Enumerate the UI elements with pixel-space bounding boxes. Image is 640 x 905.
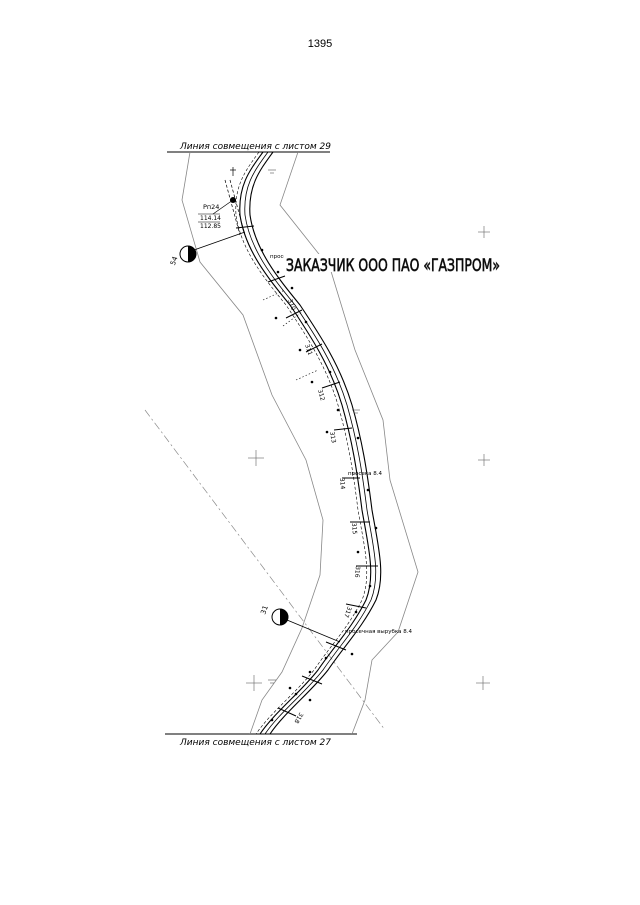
- terrain-markers: [260, 248, 378, 722]
- picket-label: 311: [303, 343, 314, 356]
- benchmark: Рп24 114.14 112.85: [198, 197, 236, 230]
- grid-crosshairs: [246, 226, 490, 691]
- level-marks: [268, 169, 360, 684]
- route-cross-ticks: [235, 225, 378, 717]
- picket-label: 313: [328, 431, 337, 444]
- picket-label: 315: [350, 523, 358, 535]
- benchmark-value-bottom: 112.85: [200, 223, 221, 230]
- corridor-left-boundary: [181, 151, 324, 735]
- picket-label: 317: [342, 605, 353, 618]
- pipeline-route: [235, 151, 382, 735]
- stamp-text: ЗАКАЗЧИК ООО ПАО «ГАЗПРОМ»: [286, 256, 500, 276]
- section-marker-label: 31: [259, 604, 270, 615]
- benchmark-label: Рп24: [203, 203, 219, 211]
- section-marker-label: 54: [169, 255, 180, 267]
- picket-label: 316: [353, 566, 361, 578]
- corridor-right-boundary: [279, 151, 419, 735]
- section-marker-31: 31: [259, 604, 341, 643]
- picket-label: 310: [286, 298, 297, 311]
- clearing-lines: [262, 289, 319, 381]
- picket-label: 312: [316, 389, 326, 402]
- stamp-watermark: ЗАКАЗЧИК ООО ПАО «ГАЗПРОМ»: [284, 254, 502, 276]
- match-line-top-label: Линия совмещения с листом 29: [179, 142, 331, 152]
- road-stub: [224, 167, 246, 236]
- picket-labels: 310 311 312 313 314 315 316 317 318: [286, 298, 361, 724]
- benchmark-value-top: 114.14: [200, 215, 221, 222]
- diagonal-axis-line: [144, 409, 386, 731]
- match-line-bottom-label: Линия совмещения с листом 27: [179, 738, 331, 748]
- page-number: 1395: [307, 38, 333, 50]
- picket-label: 318: [292, 711, 304, 725]
- picket-label: 314: [338, 478, 346, 490]
- section-marker-54: 54: [169, 231, 246, 267]
- annotation-lower: просечная вырубка 8.4: [345, 629, 413, 635]
- annotation-middle: просека 8.4: [348, 471, 383, 477]
